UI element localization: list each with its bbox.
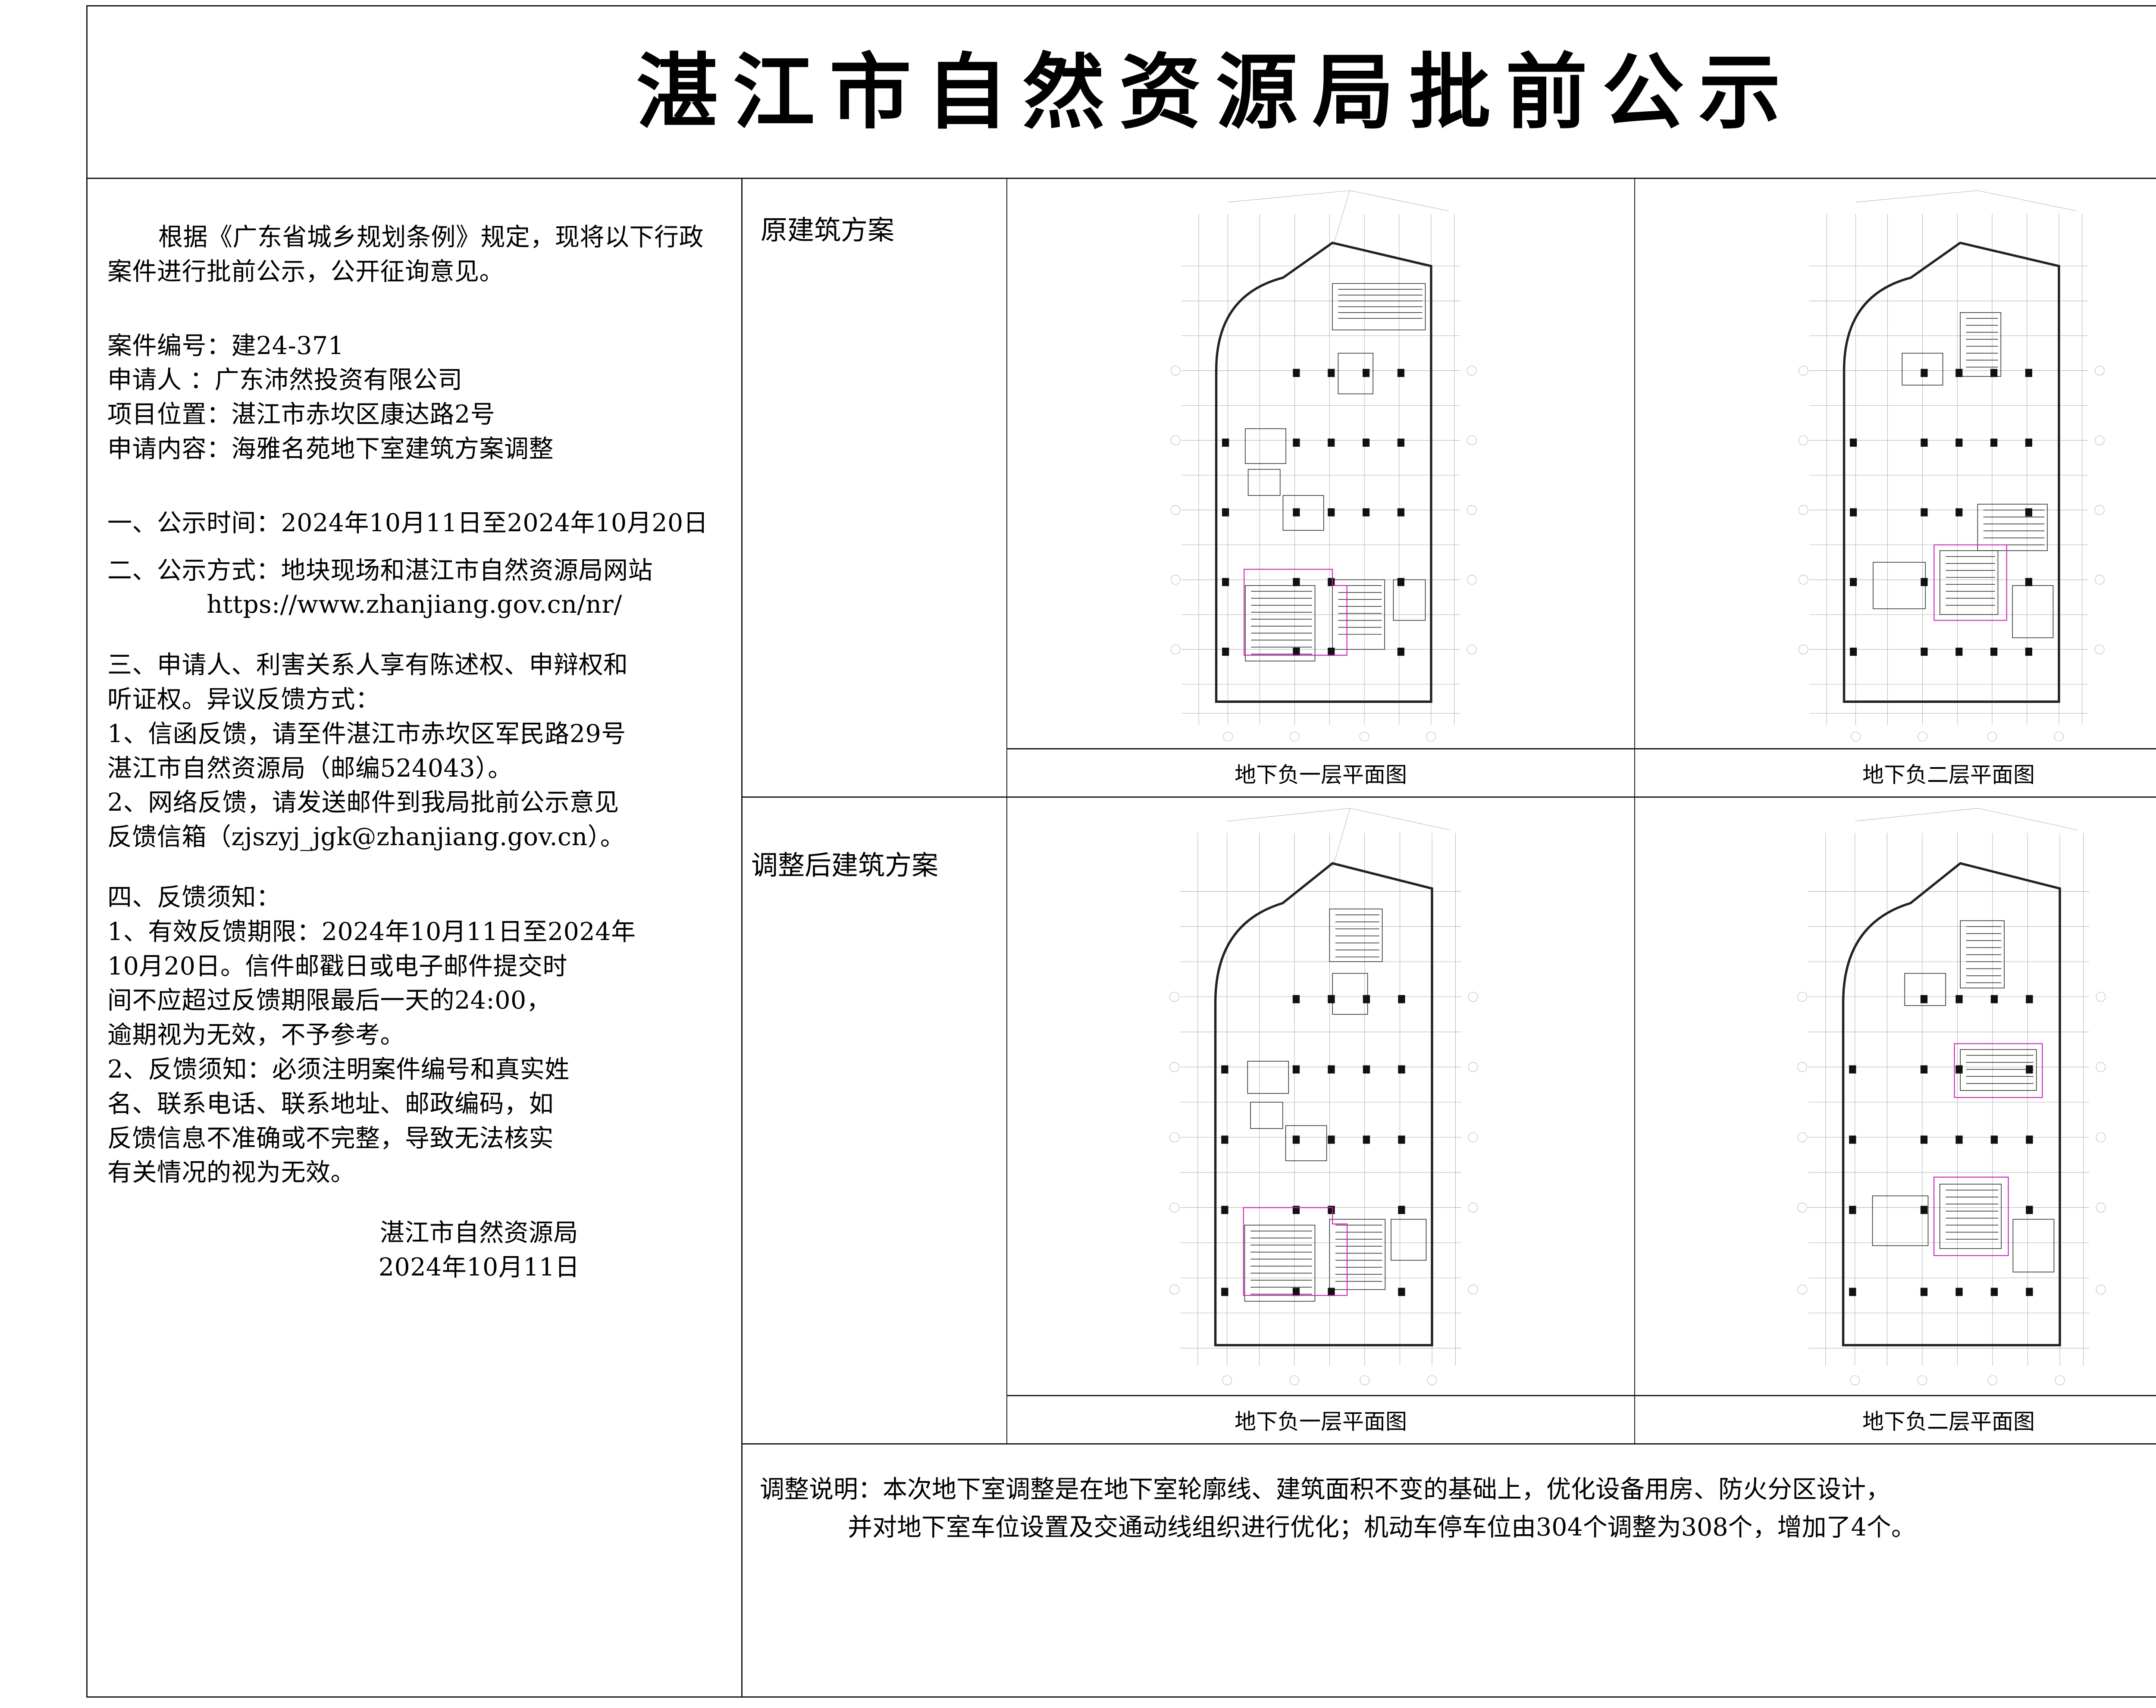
- field-content-label: 申请内容：: [107, 434, 232, 463]
- section-four-item2-line2: 名、联系电话、联系地址、邮政编码，如: [107, 1089, 554, 1118]
- floor-plan-drawing-original-b1: [1007, 179, 1634, 748]
- plan-cell-original-b1[interactable]: 地下负一层平面图: [1007, 179, 1635, 796]
- original-scheme-label: 原建筑方案: [761, 214, 895, 246]
- field-case-number-value: 建24-371: [231, 331, 344, 360]
- plan-caption-original-b2: 地下负二层平面图: [1635, 748, 2156, 796]
- adjusted-scheme-row: 调整后建筑方案: [743, 798, 2156, 1445]
- original-scheme-row: 原建筑方案: [743, 179, 2156, 798]
- field-location: 项目位置：湛江市赤坎区康达路2号: [107, 398, 721, 432]
- body-area: 根据《广东省城乡规划条例》规定，现将以下行政案件进行批前公示，公开征询意见。 案…: [88, 179, 2156, 1696]
- plan-caption-adjusted-b2: 地下负二层平面图: [1635, 1395, 2156, 1443]
- section-two: 二、公示方式：地块现场和湛江市自然资源局网站: [107, 556, 653, 585]
- adjusted-scheme-label-cell: 调整后建筑方案: [743, 798, 1007, 1443]
- field-applicant-label: 申请人 ：: [107, 366, 215, 395]
- section-four-item2-line3: 反馈信息不准确或不完整，导致无法核实: [107, 1124, 554, 1153]
- field-applicant-value: 广东沛然投资有限公司: [214, 366, 463, 395]
- plan-cell-adjusted-b2[interactable]: 地下负二层平面图: [1635, 798, 2156, 1443]
- section-four-item1-line2: 10月20日。信件邮戳日或电子邮件提交时: [107, 952, 568, 981]
- section-three-line2: 听证权。异议反馈方式：: [107, 685, 380, 714]
- original-scheme-label-cell: 原建筑方案: [743, 179, 1007, 796]
- section-three-item1-line2: 湛江市自然资源局（邮编524043）。: [107, 754, 513, 783]
- adjusted-scheme-label: 调整后建筑方案: [751, 849, 939, 881]
- field-applicant: 申请人 ：广东沛然投资有限公司: [107, 363, 721, 398]
- adjustment-explanation-band: 调整说明：本次地下室调整是在地下室轮廓线、建筑面积不变的基础上，优化设备用房、防…: [743, 1445, 2156, 1696]
- plan-caption-adjusted-b1: 地下负一层平面图: [1007, 1395, 1634, 1443]
- floor-plan-drawing-adjusted-b1: [1007, 798, 1634, 1395]
- section-four-item1-line1: 1、有效反馈期限：2024年10月11日至2024年: [107, 917, 636, 946]
- public-notice-sheet: 湛江市自然资源局批前公示 根据《广东省城乡规划条例》规定，现将以下行政案件进行批…: [86, 5, 2156, 1698]
- section-three-item2-line1: 2、网络反馈，请发送邮件到我局批前公示意见: [107, 788, 619, 817]
- section-four-item1-line3: 间不应超过反馈期限最后一天的24:00，: [107, 986, 552, 1015]
- section-three-item1-line1: 1、信函反馈，请至件湛江市赤坎区军民路29号: [107, 719, 626, 748]
- field-location-value: 湛江市赤坎区康达路2号: [231, 400, 495, 429]
- page-title: 湛江市自然资源局批前公示: [636, 44, 1796, 140]
- section-four-item1-line4: 逾期视为无效，不予参考。: [107, 1021, 405, 1050]
- signature-organization: 湛江市自然资源局: [380, 1219, 578, 1247]
- plan-caption-original-b1: 地下负一层平面图: [1007, 748, 1634, 796]
- section-three-line1: 三、申请人、利害关系人享有陈述权、申辩权和: [107, 651, 628, 680]
- adjusted-plan-grid: 地下负一层平面图: [1007, 798, 2156, 1443]
- field-case-number-label: 案件编号：: [107, 331, 232, 360]
- section-three-item2-line2: 反馈信箱（zjszyj_jgk@zhanjiang.gov.cn）。: [107, 823, 625, 852]
- explanation-line-2: 并对地下室车位设置及交通动线组织进行优化；机动车停车位由304个调整为308个，…: [848, 1513, 1916, 1542]
- notice-intro: 根据《广东省城乡规划条例》规定，现将以下行政案件进行批前公示，公开征询意见。: [107, 223, 704, 286]
- plan-cell-adjusted-b1[interactable]: 地下负一层平面图: [1007, 798, 1635, 1443]
- notice-column: 根据《广东省城乡规划条例》规定，现将以下行政案件进行批前公示，公开征询意见。 案…: [88, 179, 743, 1696]
- section-four-item2-line1: 2、反馈须知：必须注明案件编号和真实姓: [107, 1055, 570, 1084]
- section-four-item2-line4: 有关情况的视为无效。: [107, 1158, 355, 1187]
- field-content-value: 海雅名苑地下室建筑方案调整: [231, 434, 554, 463]
- floor-plan-drawing-original-b2: [1635, 179, 2156, 748]
- plan-cell-original-b2[interactable]: 地下负二层平面图: [1635, 179, 2156, 796]
- section-four-heading: 四、反馈须知：: [107, 883, 281, 912]
- explanation-line-1: 调整说明：本次地下室调整是在地下室轮廓线、建筑面积不变的基础上，优化设备用房、防…: [760, 1475, 1890, 1504]
- title-band: 湛江市自然资源局批前公示: [88, 6, 2156, 179]
- notice-website-url[interactable]: https://www.zhanjiang.gov.cn/nr/: [207, 590, 622, 619]
- original-plan-grid: 地下负一层平面图: [1007, 179, 2156, 796]
- field-content: 申请内容：海雅名苑地下室建筑方案调整: [107, 432, 721, 467]
- field-case-number: 案件编号：建24-371: [107, 329, 721, 364]
- signature-date: 2024年10月11日: [378, 1253, 580, 1282]
- field-location-label: 项目位置：: [107, 400, 232, 429]
- floor-plan-drawing-adjusted-b2: [1635, 798, 2156, 1395]
- plans-column: 原建筑方案: [743, 179, 2156, 1696]
- section-one: 一、公示时间：2024年10月11日至2024年10月20日: [107, 508, 708, 537]
